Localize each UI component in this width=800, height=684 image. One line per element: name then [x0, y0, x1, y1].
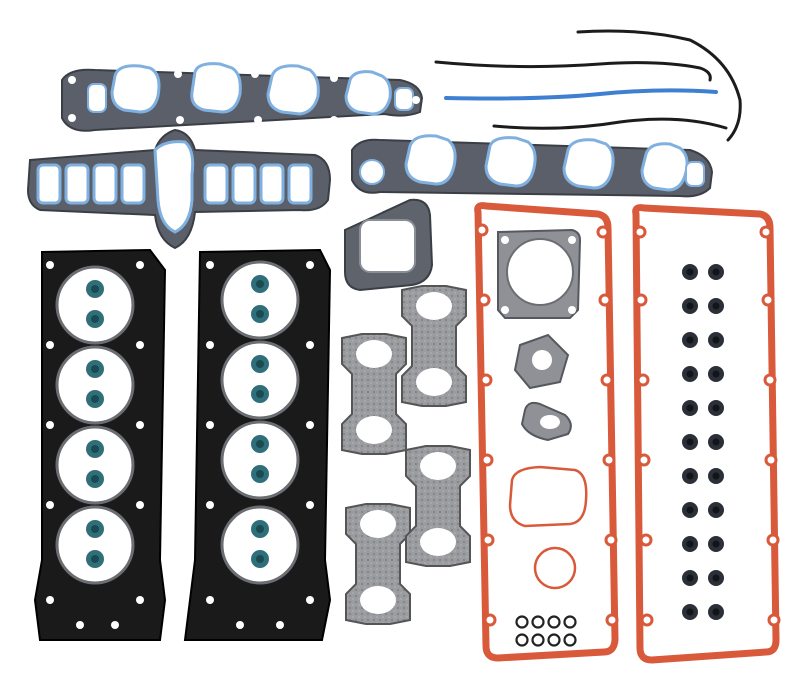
- valve-stem-seal: [682, 366, 698, 382]
- o-ring: [563, 615, 577, 629]
- valve-stem-seal: [708, 434, 724, 450]
- valve-stem-seal: [251, 465, 269, 483]
- valve-stem-seal: [682, 570, 698, 586]
- valve-stem-seal: [682, 468, 698, 484]
- o-ring: [531, 615, 545, 629]
- o-ring: [515, 615, 529, 629]
- valve-stem-seal: [708, 264, 724, 280]
- egr-tube-gasket: [520, 401, 572, 442]
- rubber-cord-seals: [434, 29, 742, 142]
- exhaust-manifold-gaskets: [341, 285, 471, 625]
- throttle-body-gasket-large: [497, 228, 582, 319]
- valve-stem-seal: [682, 536, 698, 552]
- valve-stem-seal: [251, 355, 269, 373]
- valve-stem-seal: [682, 298, 698, 314]
- valve-stem-seal: [251, 435, 269, 453]
- valve-stem-seal: [251, 520, 269, 538]
- o-ring: [515, 633, 529, 647]
- valve-stem-seal: [86, 440, 104, 458]
- upper-intake-gasket-right: [351, 134, 714, 198]
- valve-stem-seal: [86, 310, 104, 328]
- o-ring: [531, 633, 545, 647]
- o-rings: [515, 615, 577, 647]
- valve-cover-gasket-right: [632, 204, 781, 664]
- valve-stem-seal: [682, 332, 698, 348]
- lower-intake-gasket-left: [26, 128, 332, 250]
- valve-stem-seal: [86, 280, 104, 298]
- valve-stem-seal: [682, 400, 698, 416]
- valve-stem-seal: [708, 604, 724, 620]
- valve-stem-seal: [86, 390, 104, 408]
- valve-stem-seal: [682, 264, 698, 280]
- valve-stem-seal: [708, 570, 724, 586]
- exhaust-gasket: [345, 503, 411, 625]
- valve-stem-seal: [86, 470, 104, 488]
- valve-stem-seal: [251, 305, 269, 323]
- exhaust-gasket: [341, 333, 407, 455]
- thermostat-seal-ring: [508, 465, 588, 528]
- o-ring: [547, 615, 561, 629]
- round-seal-ring: [533, 546, 577, 590]
- valve-stem-seal: [86, 520, 104, 538]
- valve-stem-seal: [682, 434, 698, 450]
- exhaust-gasket: [405, 445, 471, 567]
- valve-stem-seal: [708, 332, 724, 348]
- o-ring: [547, 633, 561, 647]
- valve-stem-seal: [708, 536, 724, 552]
- upper-intake-gasket-left: [61, 62, 424, 132]
- valve-stem-seal: [86, 360, 104, 378]
- valve-stem-seal: [708, 502, 724, 518]
- valve-stem-seal: [251, 550, 269, 568]
- egr-valve-gasket: [513, 333, 570, 390]
- valve-stem-seal: [708, 400, 724, 416]
- exhaust-gasket: [401, 285, 467, 407]
- valve-stem-seal: [708, 298, 724, 314]
- valve-stem-seal: [708, 366, 724, 382]
- throttle-body-gasket: [344, 198, 434, 292]
- valve-stem-seal: [251, 275, 269, 293]
- valve-stem-seal: [251, 385, 269, 403]
- o-ring: [563, 633, 577, 647]
- valve-stem-seal: [682, 604, 698, 620]
- loose-valve-stem-seals: [682, 264, 724, 620]
- valve-stem-seal: [86, 550, 104, 568]
- valve-stem-seals-on-heads: [86, 275, 269, 568]
- valve-stem-seal: [682, 502, 698, 518]
- valve-stem-seal: [708, 468, 724, 484]
- valve-cover-gasket-left: [474, 202, 619, 662]
